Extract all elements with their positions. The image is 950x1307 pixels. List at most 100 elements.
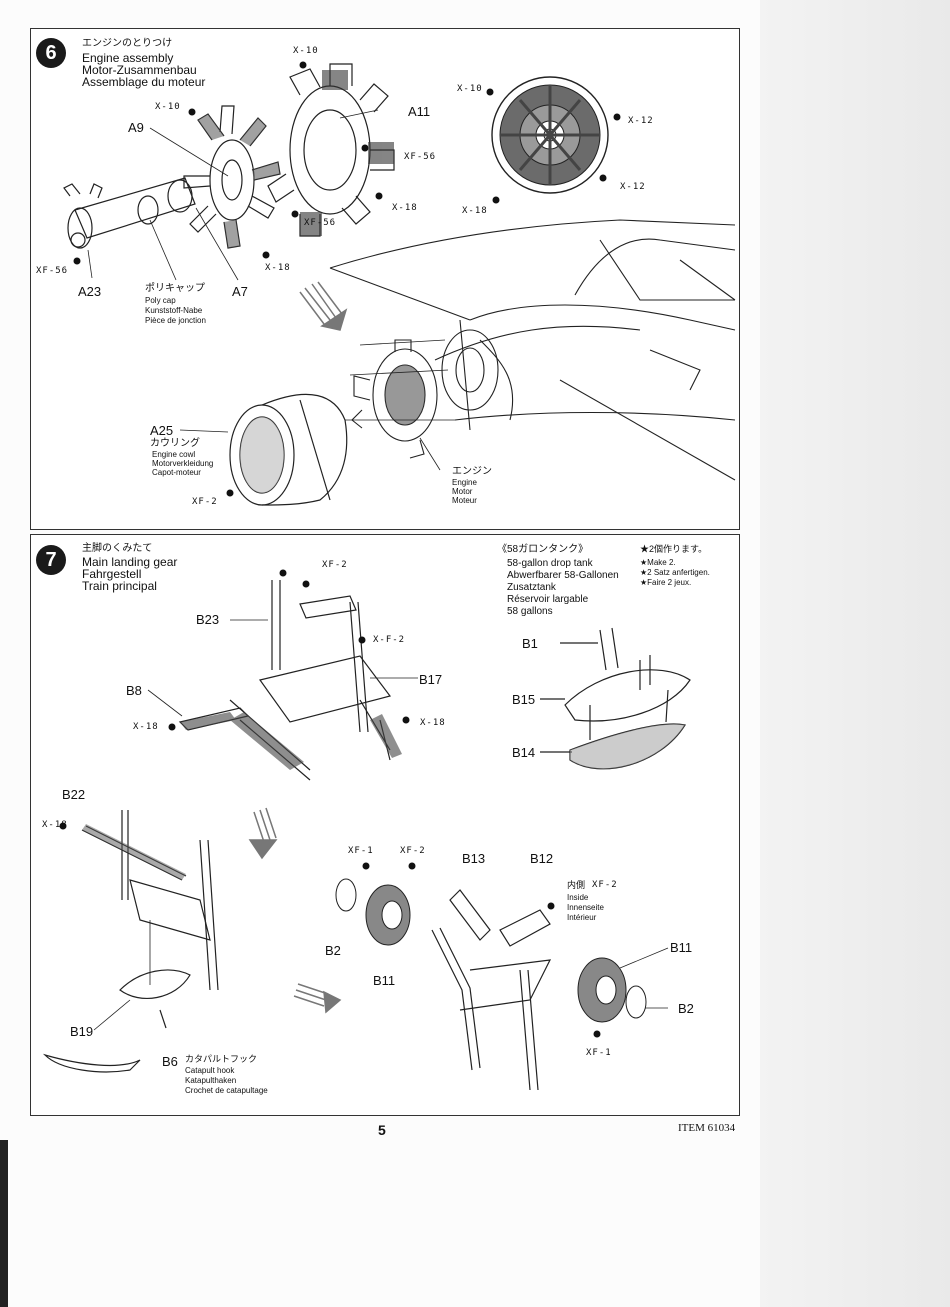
color-code-xf2-wheel: XF-2 [400, 846, 426, 856]
catapult-label-fr: Crochet de catapultage [185, 1086, 268, 1095]
part-label-b12: B12 [530, 851, 554, 866]
inside-label-fr: Intérieur [567, 913, 597, 922]
part-label-b19: B19 [70, 1024, 94, 1039]
color-code-xf2-cowl: XF-2 [192, 497, 218, 507]
inside-label-jp: 内側 [567, 880, 586, 890]
part-label-b15: B15 [512, 692, 536, 707]
part-label-b8: B8 [126, 683, 142, 698]
make2-note-en: ★Make 2. [640, 558, 676, 567]
engine-front-view-drawing [491, 76, 609, 194]
part-label-b11-right: B11 [670, 940, 693, 955]
page-number: 5 [378, 1122, 386, 1138]
step6-title-en: Engine assembly [82, 51, 174, 65]
color-code-x18-b17: X-18 [420, 718, 446, 728]
part-label-b14: B14 [512, 745, 536, 760]
color-code-xf2-gear: XF-2 [322, 560, 348, 570]
color-code-x12-b: X-12 [620, 182, 646, 192]
prop-shaft-drawing [63, 177, 196, 249]
step7-number-badge: 7 [36, 545, 66, 575]
engine-label-en: Engine [452, 478, 477, 487]
part-label-b23: B23 [196, 612, 220, 627]
part-label-b22: B22 [62, 787, 86, 802]
cowl-label-en: Engine cowl [152, 450, 196, 459]
catapult-label-de: Katapulthaken [185, 1076, 237, 1085]
engine-label-fr: Moteur [452, 496, 477, 505]
part-label-b1: B1 [522, 636, 538, 651]
fuselage-drawing [329, 219, 736, 481]
step6-title-de: Motor-Zusammenbau [82, 63, 197, 77]
catapult-label-en: Catapult hook [185, 1066, 235, 1075]
color-code-x18-engine: X-18 [392, 203, 418, 213]
cowl-label-de: Motorverkleidung [152, 459, 214, 468]
color-code-x10-left: X-10 [155, 102, 181, 112]
catapult-label-jp: カタパルトフック [185, 1054, 258, 1064]
part-label-b2-left: B2 [325, 943, 341, 958]
inside-label-en: Inside [567, 893, 589, 902]
paint-drops-step6 [73, 61, 621, 497]
engine-label-jp: エンジン [452, 466, 492, 477]
step6-title-fr: Assemblage du moteur [82, 75, 206, 89]
paint-drops-step7 [59, 569, 601, 1038]
step7-title-fr: Train principal [82, 579, 157, 593]
part-label-b11-left: B11 [373, 973, 396, 988]
color-code-xf2-strut: X-F-2 [373, 635, 406, 645]
assembly-arrow-step7 [248, 807, 342, 1014]
part-label-b6: B6 [162, 1054, 178, 1069]
tank-label-fr2: 58 gallons [507, 606, 553, 617]
scan-edge-left [0, 1140, 8, 1307]
make2-note-fr: ★Faire 2 jeux. [640, 578, 692, 587]
tank-label-jp: 《58ガロンタンク》 [497, 544, 589, 555]
assembly-arrow [299, 281, 348, 331]
color-code-x18-exhaust: X-18 [265, 263, 291, 273]
color-code-x18-front: X-18 [462, 206, 488, 216]
color-code-xf1-right: XF-1 [586, 1048, 612, 1058]
tank-label-de2: Zusatztank [507, 582, 556, 593]
color-code-xf56-engine: XF-56 [404, 152, 437, 162]
color-code-xf56-shaft: XF-56 [36, 266, 69, 276]
step7-panel [30, 534, 740, 1116]
step7-title-jp: 主脚のくみたて [82, 543, 153, 554]
part-label-b2-right: B2 [678, 1001, 694, 1016]
tank-label-de: Abwerfbarer 58-Gallonen [507, 570, 619, 581]
step7-title-de: Fahrgestell [82, 567, 142, 581]
step6-panel [30, 28, 740, 530]
color-code-xf1-wheel: XF-1 [348, 846, 374, 856]
item-number: ITEM 61034 [678, 1122, 736, 1134]
color-code-x10-right: X-10 [457, 84, 483, 94]
polycap-label-en: Poly cap [145, 296, 176, 305]
engine-label-de: Motor [452, 487, 473, 496]
part-label-b17: B17 [419, 672, 443, 687]
step6-title-jp: エンジンのとりつけ [82, 38, 173, 49]
color-code-x12-a: X-12 [628, 116, 654, 126]
make2-note-jp: ★2個作ります。 [640, 544, 708, 554]
cowl-label-fr: Capot-moteur [152, 468, 201, 477]
polycap-label-de: Kunststoff-Nabe [145, 306, 203, 315]
step6-number-badge: 6 [36, 38, 66, 68]
polycap-label-jp: ポリキャップ [145, 283, 205, 294]
inside-label-de: Innenseite [567, 903, 604, 912]
color-code-x18-b8: X-18 [133, 722, 159, 732]
tank-label-en: 58-gallon drop tank [507, 558, 593, 569]
color-code-xf2-inside: XF-2 [592, 880, 618, 890]
make2-note-de: ★2 Satz anfertigen. [640, 568, 710, 577]
part-label-a23: A23 [78, 284, 102, 299]
landing-gear-right-drawing [431, 889, 552, 1091]
part-label-a9: A9 [128, 120, 144, 135]
cowl-label-jp: カウリング [150, 438, 200, 449]
part-label-a7: A7 [232, 284, 248, 299]
landing-gear-lower-drawing [42, 810, 219, 1073]
part-label-a25: A25 [150, 423, 174, 438]
step7-title-en: Main landing gear [82, 555, 178, 569]
wheel-right-drawing [577, 957, 647, 1023]
scan-shadow-right [760, 0, 950, 1307]
color-code-x10-top: X-10 [293, 46, 319, 56]
part-label-a11: A11 [408, 104, 431, 119]
tank-label-fr: Réservoir largable [507, 594, 589, 605]
color-code-xf56-exhaust: XF-56 [304, 218, 337, 228]
part-label-b13: B13 [462, 851, 486, 866]
color-code-x18-b22: X-18 [42, 820, 68, 830]
polycap-label-fr: Pièce de jonction [145, 316, 206, 325]
wheel-left-drawing [335, 878, 411, 946]
